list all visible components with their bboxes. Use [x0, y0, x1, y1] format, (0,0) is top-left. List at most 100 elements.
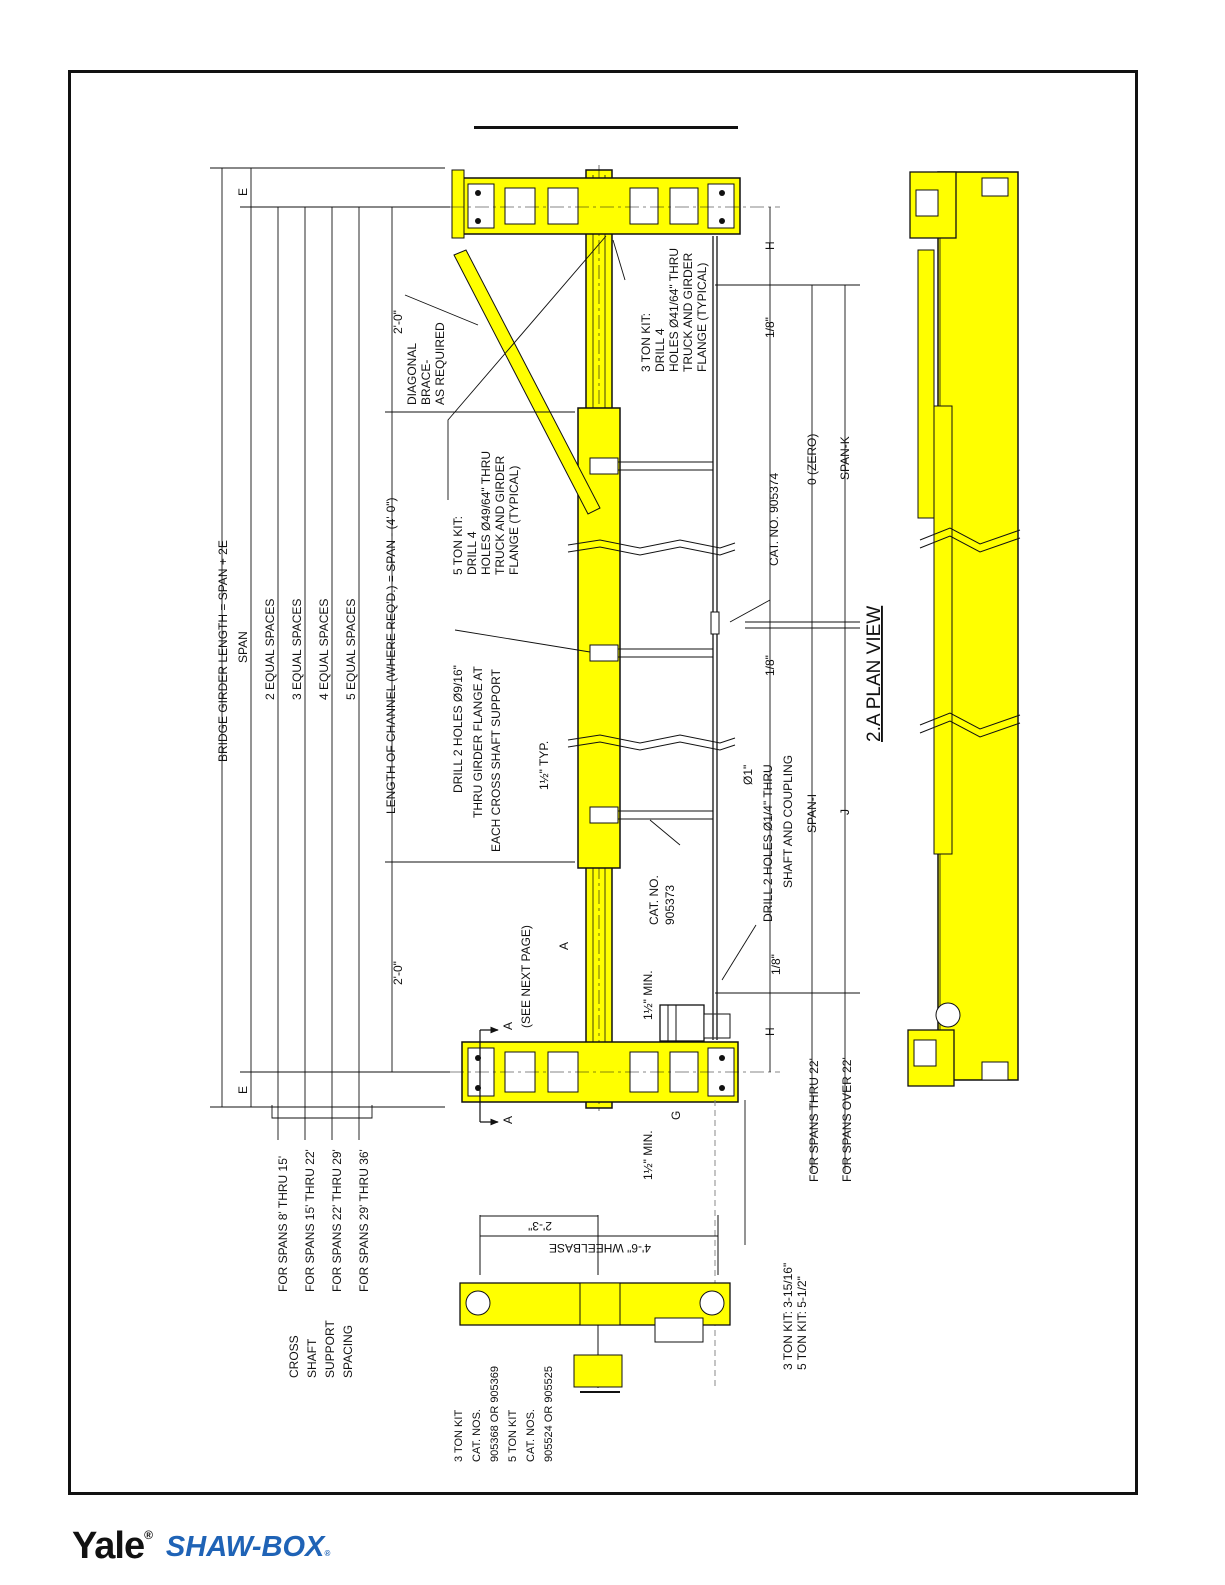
- span-k-label: SPAN-K: [838, 436, 852, 480]
- typ-dimension-label: 1½" TYP.: [537, 741, 551, 790]
- svg-text:HOLES Ø41/64" THRU: HOLES Ø41/64" THRU: [667, 248, 681, 372]
- svg-text:SHAFT: SHAFT: [305, 1338, 319, 1378]
- e-bottom-label: E: [236, 1086, 250, 1094]
- diagonal-brace-note: DIAGONAL BRACE- AS REQUIRED: [405, 322, 447, 405]
- svg-text:CAT. NO.: CAT. NO.: [647, 875, 661, 925]
- svg-text:5 TON KIT: 5-1/2": 5 TON KIT: 5-1/2": [795, 1276, 809, 1370]
- eighth-mid-label: 1/8": [763, 655, 777, 676]
- svg-text:905373: 905373: [663, 885, 677, 925]
- drive-motor: [659, 1004, 731, 1042]
- side-view-girder: [907, 171, 1021, 1087]
- svg-text:FOR SPANS 8' THRU 15': FOR SPANS 8' THRU 15': [276, 1156, 290, 1292]
- eighth-top-label: 1/8": [763, 317, 777, 338]
- svg-text:CAT. NOS.: CAT. NOS.: [525, 1409, 537, 1462]
- cross-shaft: [710, 236, 720, 1390]
- g-label: G: [669, 1111, 683, 1120]
- leader-lines: [404, 235, 771, 981]
- cross-shaft-supports: [589, 457, 713, 824]
- svg-text:TRUCK AND GIRDER: TRUCK AND GIRDER: [681, 252, 695, 372]
- svg-text:SHAFT AND COUPLING: SHAFT AND COUPLING: [781, 755, 795, 888]
- svg-text:CROSS: CROSS: [287, 1335, 301, 1378]
- span-label: SPAN: [236, 631, 250, 663]
- a-bottom-label: A: [501, 1116, 515, 1124]
- j-label: J: [838, 809, 852, 815]
- svg-text:5 TON KIT: 5 TON KIT: [507, 1410, 519, 1462]
- svg-text:3 TON KIT: 3 TON KIT: [453, 1410, 465, 1462]
- svg-text:TRUCK AND GIRDER: TRUCK AND GIRDER: [493, 455, 507, 575]
- svg-text:5 TON KIT:: 5 TON KIT:: [451, 516, 465, 575]
- footer-brand: Yale® SHAW-BOX®: [72, 1515, 330, 1565]
- svg-text:DRILL 2 HOLES Ø1/4" THRU: DRILL 2 HOLES Ø1/4" THRU: [761, 764, 775, 922]
- channel-length-label: LENGTH OF CHANNEL (WHERE REQ'D.) = SPAN …: [384, 497, 398, 814]
- right-dimension-lines: [715, 207, 860, 1245]
- spans-ranges-list: FOR SPANS 8' THRU 15' FOR SPANS 15' THRU…: [276, 1149, 371, 1292]
- eighth-bottom-label: 1/8": [769, 954, 783, 975]
- drill-916-note: DRILL 2 HOLES Ø9/16" THRU GIRDER FLANGE …: [451, 665, 503, 852]
- drill-14-note: DRILL 2 HOLES Ø1/4" THRU SHAFT AND COUPL…: [761, 755, 795, 922]
- wheelbase-label: 4'-6" WHEELBASE: [549, 1241, 651, 1255]
- svg-text:FLANGE (TYPICAL): FLANGE (TYPICAL): [695, 263, 709, 372]
- end-truck-cat-numbers: 3 TON KIT CAT. NOS. 905368 OR 905369 5 T…: [453, 1366, 555, 1462]
- h-bottom-label: H: [763, 1027, 777, 1036]
- svg-text:BRACE-: BRACE-: [419, 360, 433, 405]
- min-bottom-label: 1½" MIN.: [641, 1130, 655, 1180]
- spaces-2-label: 2 EQUAL SPACES: [263, 599, 277, 700]
- svg-text:DIAGONAL: DIAGONAL: [405, 343, 419, 405]
- drawing-frame: [68, 70, 1138, 1495]
- half-wheelbase-label: 2'-3": [528, 1219, 552, 1233]
- section-arrows: [479, 1026, 499, 1126]
- svg-text:FOR SPANS 15' THRU 22': FOR SPANS 15' THRU 22': [303, 1149, 317, 1292]
- svg-text:HOLES Ø49/64" THRU: HOLES Ø49/64" THRU: [479, 451, 493, 575]
- shaw-box-logo: SHAW-BOX®: [165, 1531, 331, 1563]
- cat-905373-note: CAT. NO. 905373: [647, 875, 677, 925]
- header-rule: [474, 126, 738, 129]
- e-top-label: E: [236, 188, 250, 196]
- two-ft-bottom-label: 2'-0": [391, 961, 405, 985]
- dia-1-label: Ø1": [741, 765, 755, 785]
- svg-text:AS REQUIRED: AS REQUIRED: [433, 322, 447, 405]
- zero-label: 0 (ZERO): [805, 434, 819, 485]
- svg-text:DRILL 4: DRILL 4: [465, 531, 479, 575]
- spans-thru-22-label: FOR SPANS THRU 22': [807, 1058, 821, 1182]
- svg-text:3 TON KIT: 3-15/16": 3 TON KIT: 3-15/16": [781, 1263, 795, 1370]
- five-ton-kit-note: 5 TON KIT: DRILL 4 HOLES Ø49/64" THRU TR…: [451, 451, 521, 575]
- two-ft-top-label: 2'-0": [391, 310, 405, 334]
- svg-text:SPACING: SPACING: [341, 1325, 355, 1378]
- span-dimension-lines: [210, 167, 575, 1140]
- svg-text:THRU GIRDER FLANGE AT: THRU GIRDER FLANGE AT: [471, 666, 485, 818]
- break-lines: [567, 539, 736, 751]
- min-top-label: 1½" MIN.: [641, 970, 655, 1020]
- spans-over-22-label: FOR SPANS OVER 22': [840, 1057, 854, 1182]
- svg-text:3 TON KIT:: 3 TON KIT:: [639, 313, 653, 372]
- svg-text:FOR SPANS 29' THRU 36': FOR SPANS 29' THRU 36': [357, 1149, 371, 1292]
- spaces-3-label: 3 EQUAL SPACES: [290, 599, 304, 700]
- plan-view-title: 2.A PLAN VIEW: [864, 606, 885, 742]
- cross-shaft-spacing-label: CROSS SHAFT SUPPORT SPACING: [287, 1320, 355, 1378]
- svg-text:FLANGE (TYPICAL): FLANGE (TYPICAL): [507, 466, 521, 575]
- a-top-label: A: [501, 1022, 515, 1030]
- end-truck-detail: [459, 1215, 731, 1393]
- svg-text:FOR SPANS 22' THRU 29': FOR SPANS 22' THRU 29': [330, 1149, 344, 1292]
- svg-text:905524 OR 905525: 905524 OR 905525: [543, 1366, 555, 1462]
- yale-logo: Yale®: [72, 1525, 153, 1567]
- see-next-page-label: (SEE NEXT PAGE): [519, 925, 533, 1028]
- three-ton-kit-note: 3 TON KIT: DRILL 4 HOLES Ø41/64" THRU TR…: [639, 248, 709, 372]
- svg-text:DRILL 2 HOLES Ø9/16": DRILL 2 HOLES Ø9/16": [451, 665, 465, 793]
- diagonal-brace: [453, 249, 601, 515]
- kit-offsets-note: 3 TON KIT: 3-15/16" 5 TON KIT: 5-1/2": [781, 1263, 809, 1370]
- spaces-4-label: 4 EQUAL SPACES: [317, 599, 331, 700]
- section-a-label: A: [557, 942, 571, 950]
- svg-text:SUPPORT: SUPPORT: [323, 1320, 337, 1378]
- h-top-label: H: [763, 241, 777, 250]
- end-truck-top: [461, 177, 741, 235]
- svg-text:EACH CROSS SHAFT SUPPORT: EACH CROSS SHAFT SUPPORT: [489, 668, 503, 852]
- svg-text:DRILL 4: DRILL 4: [653, 328, 667, 372]
- span-i-label: SPAN-I: [805, 794, 819, 833]
- spaces-5-label: 5 EQUAL SPACES: [344, 599, 358, 700]
- svg-text:CAT. NOS.: CAT. NOS.: [471, 1409, 483, 1462]
- svg-text:905368 OR 905369: 905368 OR 905369: [489, 1366, 501, 1462]
- cat-905374-label: CAT. NO. 905374: [767, 473, 781, 566]
- brace-plate: [451, 169, 465, 239]
- bridge-girder-length-label: BRIDGE GIRDER LENGTH = SPAN + 2E: [216, 540, 230, 762]
